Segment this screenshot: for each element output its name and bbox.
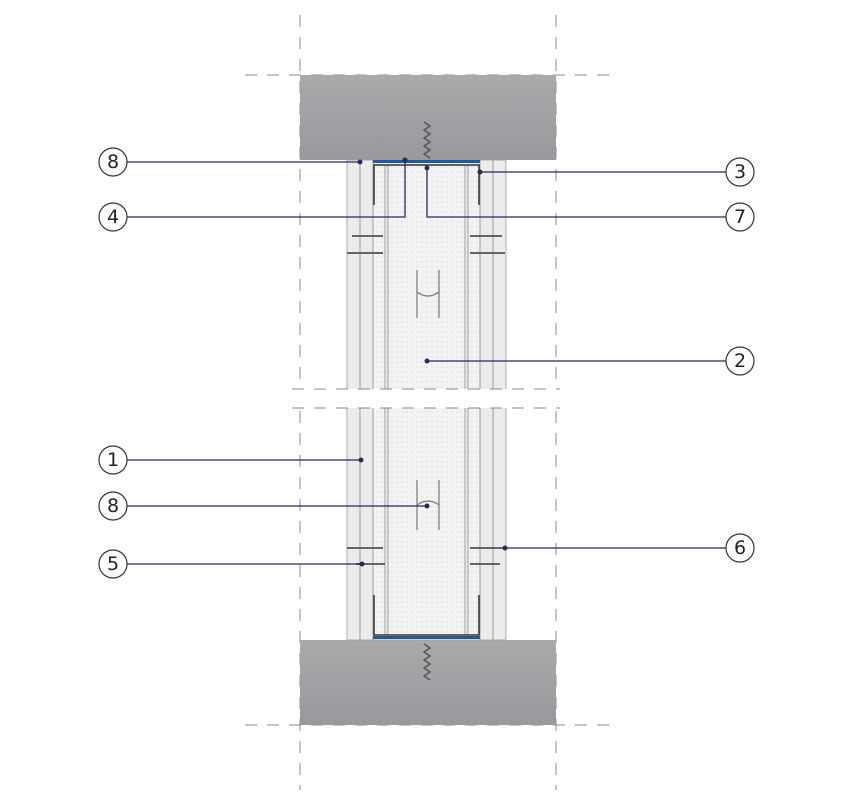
callout-5: 5 <box>107 553 119 575</box>
bottom-slab <box>300 640 556 725</box>
h-stud-icons <box>416 270 440 530</box>
callout-3: 3 <box>734 161 746 183</box>
callout-2: 2 <box>734 350 746 372</box>
leader-lines <box>127 160 726 565</box>
callout-1: 1 <box>107 449 119 471</box>
top-slab <box>300 75 556 160</box>
callout-8-top: 8 <box>107 151 119 173</box>
callout-8-mid: 8 <box>107 495 119 517</box>
bottom-seal <box>373 636 480 639</box>
callout-4: 4 <box>107 206 119 228</box>
anchor-bottom <box>422 643 432 681</box>
wall-body <box>290 121 565 681</box>
top-seal <box>373 160 480 163</box>
callout-6: 6 <box>734 537 746 559</box>
anchor-top <box>422 121 432 159</box>
callout-7: 7 <box>734 206 746 228</box>
